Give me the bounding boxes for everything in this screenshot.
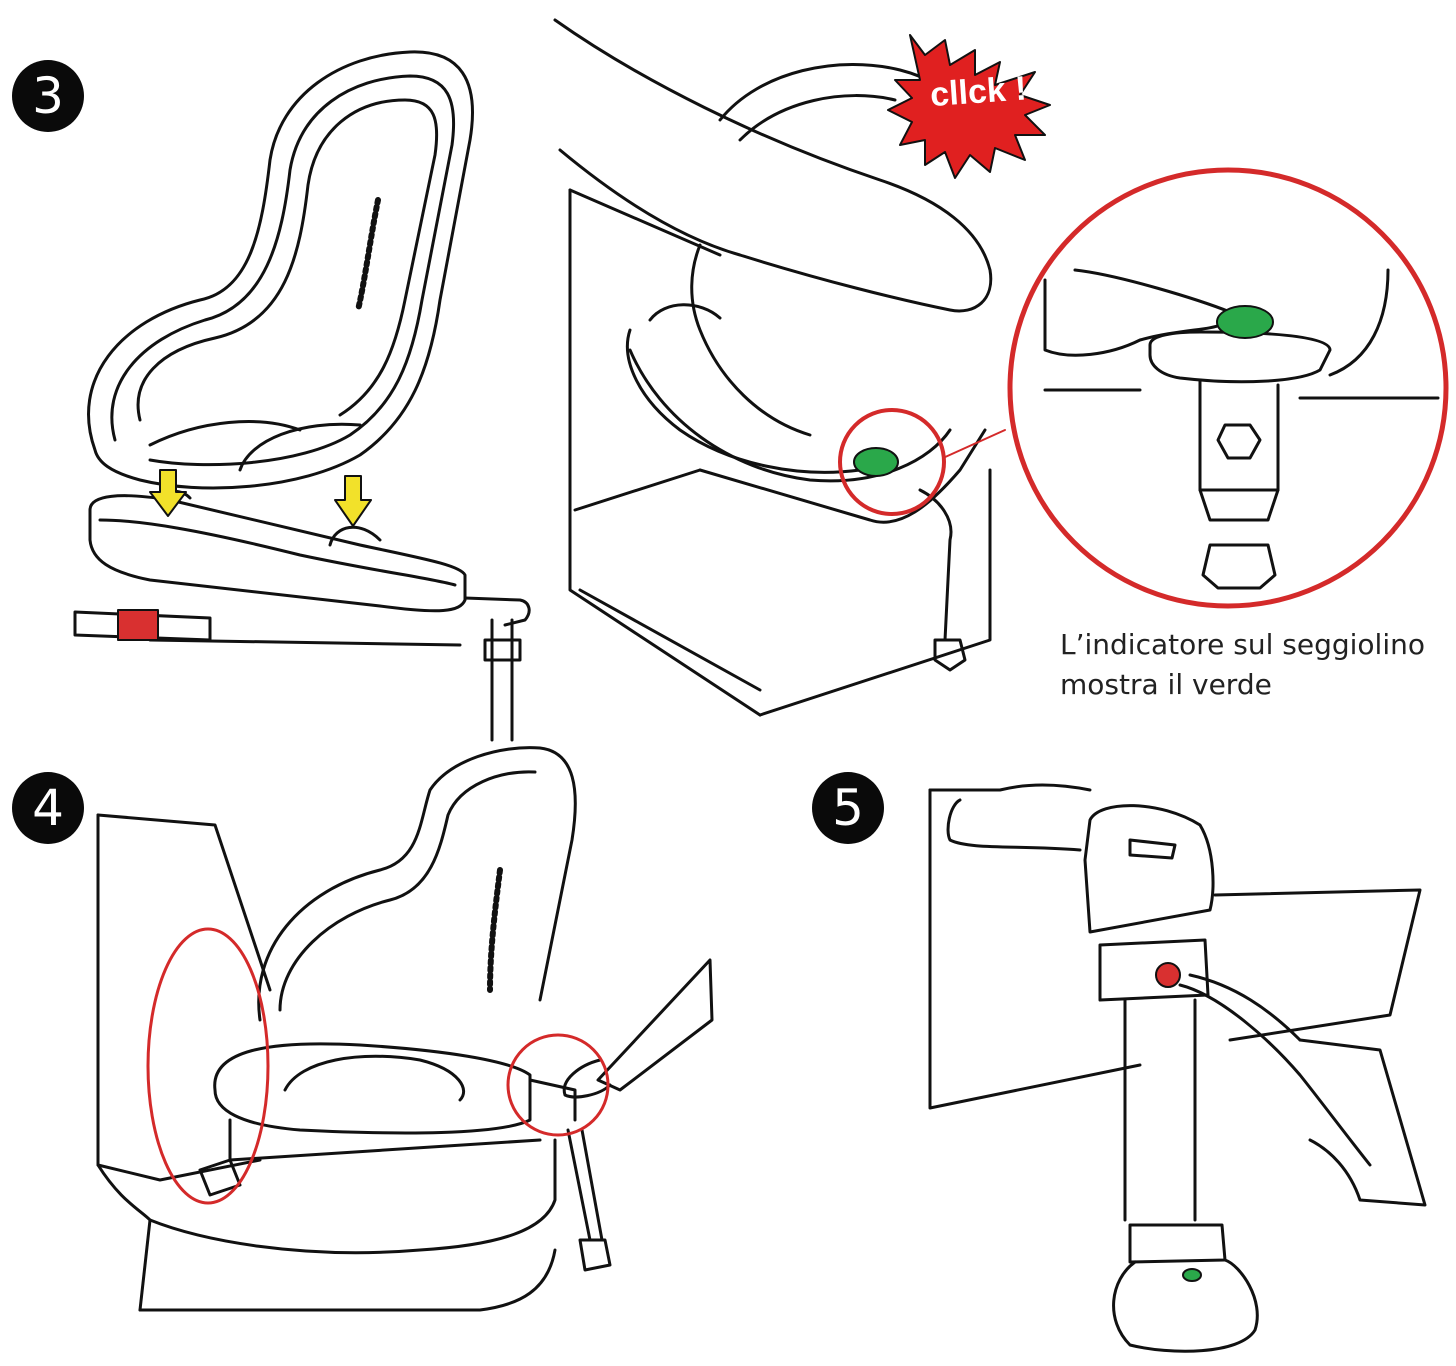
panel3-arrow-left-icon <box>149 469 187 517</box>
indicator-highlight-circle <box>838 408 946 516</box>
indicator-zoom-circle <box>1007 167 1449 609</box>
indicator-caption: L’indicatore sul seggiolino mostra il ve… <box>1060 625 1452 705</box>
zoom-detail <box>1043 268 1440 590</box>
panel5-leg-indicator-icon <box>1182 1268 1202 1282</box>
click-label: cllck ! <box>929 69 1028 114</box>
panel3-base <box>73 490 531 742</box>
step-3-badge: 3 <box>12 60 84 132</box>
panel3b-scene <box>553 18 993 717</box>
seat-indicator-green-icon <box>853 447 899 477</box>
caption-line-1: L’indicatore sul seggiolino <box>1060 628 1425 661</box>
panel5-leg-release-button <box>1155 962 1181 988</box>
step-5-badge: 5 <box>812 772 884 844</box>
click-burst-icon <box>887 34 1051 179</box>
panel5-scene <box>928 783 1427 1353</box>
panel4-isofix-highlight <box>146 927 270 1205</box>
panel3-seat-shell <box>87 50 474 490</box>
panel4-scene <box>96 746 714 1312</box>
caption-line-2: mostra il verde <box>1060 668 1272 701</box>
zoom-connector-line <box>942 429 1006 459</box>
step-4-badge: 4 <box>12 772 84 844</box>
panel3-release-button <box>117 609 159 641</box>
panel3-arrow-right-icon <box>334 475 372 527</box>
zoom-indicator-green-icon <box>1216 305 1274 339</box>
panel4-leg-highlight <box>506 1033 610 1137</box>
